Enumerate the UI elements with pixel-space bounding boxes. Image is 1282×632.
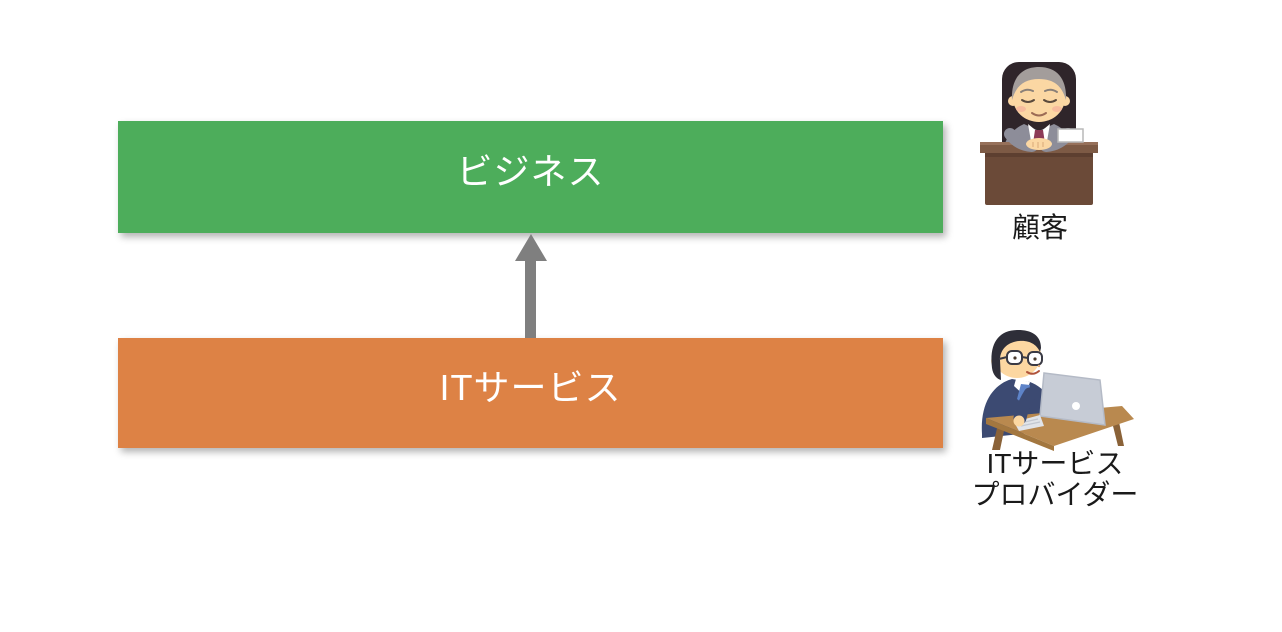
provider-label-line1: ITサービス bbox=[986, 448, 1124, 479]
business-layer-label: ビジネス bbox=[456, 151, 605, 192]
worker-with-laptop-icon bbox=[981, 330, 1134, 451]
provider-label: ITサービス プロバイダー bbox=[962, 448, 1148, 510]
business-layer-box: ビジネス bbox=[118, 121, 943, 233]
provider-label-line2: プロバイダー bbox=[971, 479, 1139, 510]
it-service-layer-box: ITサービス bbox=[118, 338, 943, 448]
it-service-layer-label: ITサービス bbox=[439, 367, 622, 408]
executive-at-desk-icon bbox=[980, 62, 1098, 205]
customer-label: 顧客 bbox=[1011, 212, 1068, 243]
up-arrow-stem bbox=[525, 259, 536, 338]
up-arrow-head-icon bbox=[515, 234, 547, 261]
